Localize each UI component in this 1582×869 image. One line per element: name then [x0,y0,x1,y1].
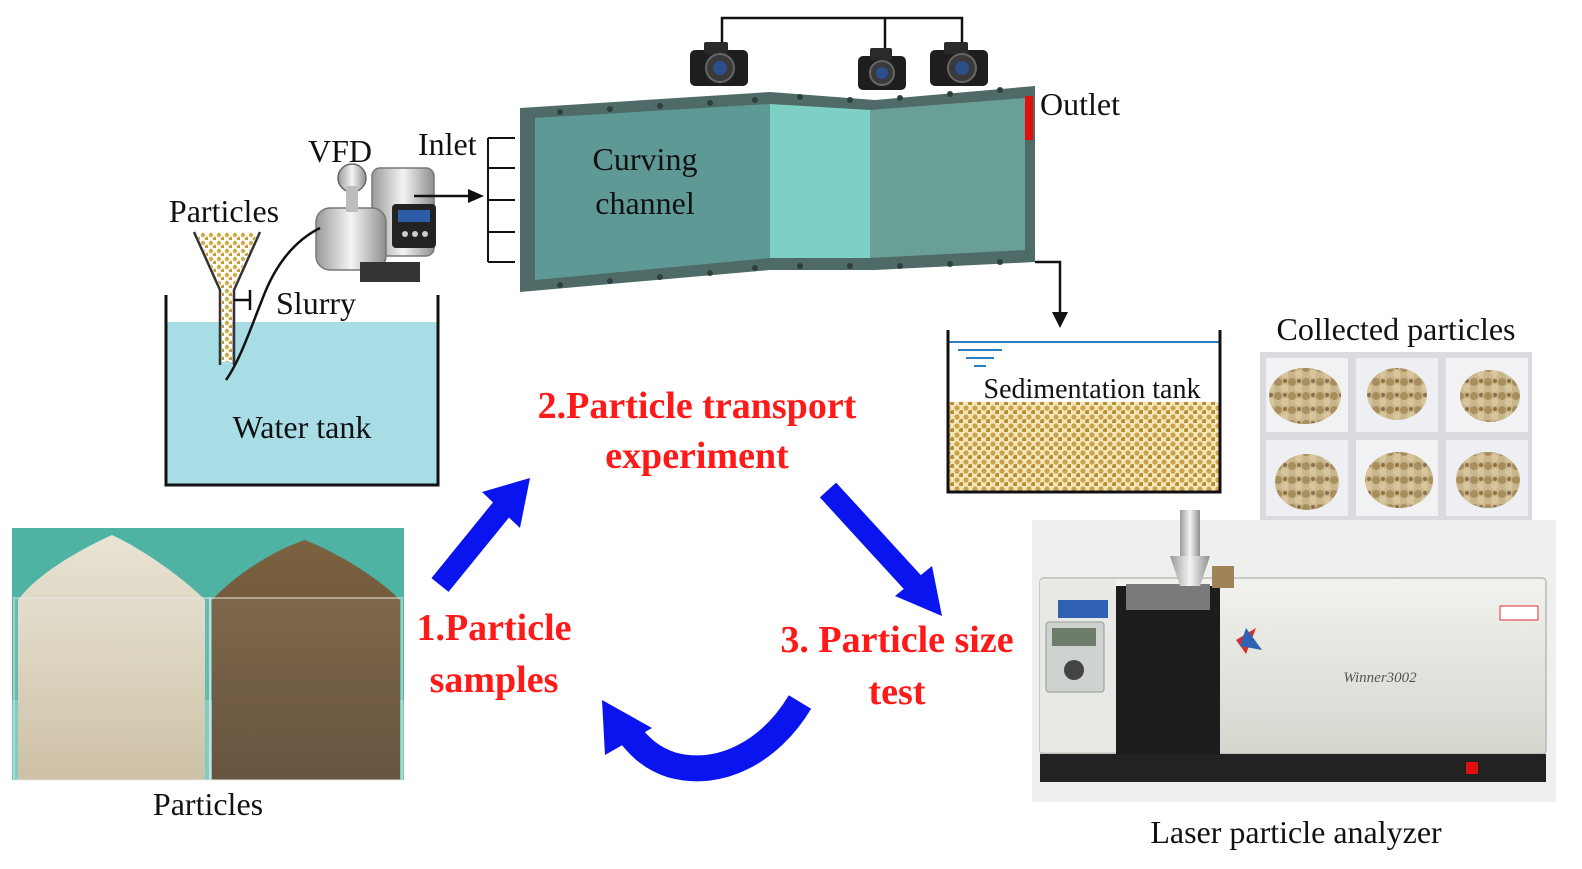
curving-channel [520,86,1035,292]
slurry-hose [224,226,321,381]
analyzer-model-label: Winner3002 [1343,670,1417,686]
arrow-to-step2 [431,478,530,592]
outlet-marker [1025,96,1033,140]
pump-icon [315,163,436,282]
inlet-label: Inlet [418,126,477,162]
slurry-label: Slurry [276,285,356,321]
arrow-to-step1 [602,695,812,782]
laser-analyzer-photo [1032,510,1556,802]
channel-label-line1: Curving [593,141,698,177]
water-tank [164,295,440,487]
outlet-label: Outlet [1040,86,1120,122]
sedimentation-tank-label: Sedimentation tank [984,374,1201,405]
particle-funnel [192,231,262,365]
outlet-arrowhead [1052,312,1068,328]
inlet-pipes [487,137,515,263]
funnel-particles-label: Particles [169,193,279,229]
step2-label-line2: experiment [605,435,789,477]
step3-label-line1: 3. Particle size [780,619,1013,661]
particles-photo-caption: Particles [153,786,263,822]
vfd-label: VFD [308,133,372,169]
particles-photo [12,528,404,781]
collected-particles-photo [1260,352,1532,520]
pump-to-inlet-arrow [414,189,484,203]
channel-label-line2: channel [595,185,695,221]
step2-label-line1: 2.Particle transport [538,385,857,427]
step1-label-line2: samples [430,659,559,701]
camera-icon [690,42,748,86]
arrow-to-step3 [819,482,942,616]
sedimentation-tank [946,330,1222,494]
step1-label-line1: 1.Particle [416,607,571,649]
water-tank-label: Water tank [233,409,372,445]
laser-analyzer-caption: Laser particle analyzer [1150,814,1442,850]
collected-particles-label: Collected particles [1276,311,1515,347]
step3-label-line2: test [869,671,926,713]
camera-icon [930,42,988,86]
outlet-flow-arrow [1035,260,1062,315]
camera-icon [858,48,906,90]
camera-wiring [720,16,964,52]
